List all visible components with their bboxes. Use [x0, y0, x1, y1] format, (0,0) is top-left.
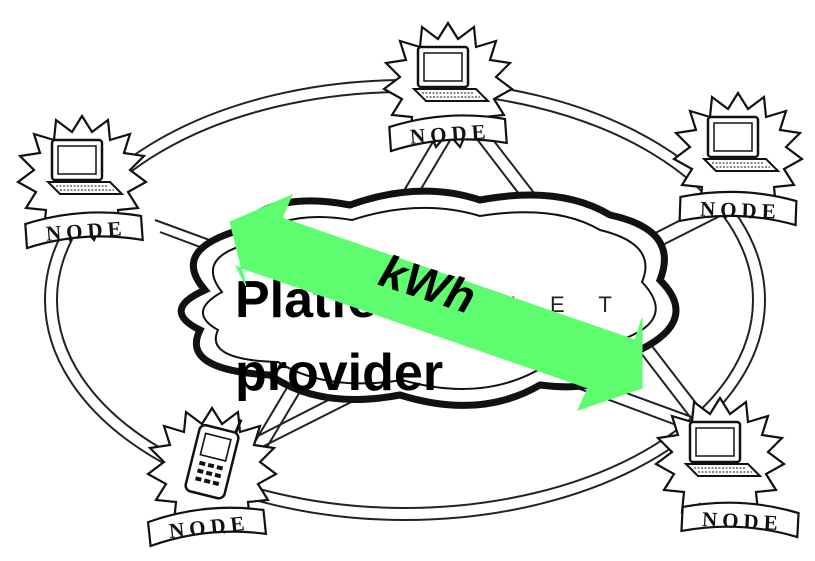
node-label: NODE [45, 216, 127, 246]
node-bottom-right: NODE [656, 398, 799, 537]
node-label: NODE [701, 507, 783, 535]
node-right: NODE [674, 93, 802, 225]
node-top: NODE [384, 23, 512, 151]
node-left: NODE [18, 116, 146, 248]
node-label: NODE [409, 119, 491, 149]
node-label: NODE [700, 197, 781, 224]
platform-line2: provider [235, 344, 443, 402]
node-bottom-left: NODE [147, 408, 276, 546]
